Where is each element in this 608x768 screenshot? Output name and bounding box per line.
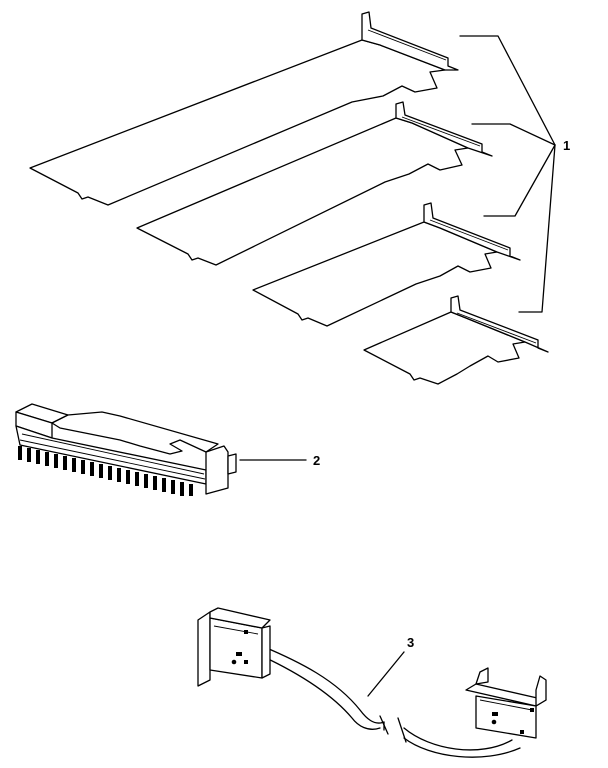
cable-assembly — [197, 607, 547, 758]
callout-label-2: 2 — [313, 453, 320, 468]
callout-3-leader — [367, 651, 405, 697]
adapter-card-small — [252, 202, 521, 327]
adapter-card-medium — [136, 101, 493, 266]
callout-label-3: 3 — [407, 635, 414, 650]
terminator-block — [15, 403, 237, 496]
connector-pins — [18, 446, 193, 496]
adapter-card-large — [29, 11, 459, 206]
cable-connector-right — [465, 667, 547, 739]
cable-connector-left — [197, 607, 271, 687]
callout-label-1: 1 — [563, 138, 570, 153]
adapter-card-mini — [363, 295, 549, 385]
callout-1-leaders — [459, 35, 556, 313]
